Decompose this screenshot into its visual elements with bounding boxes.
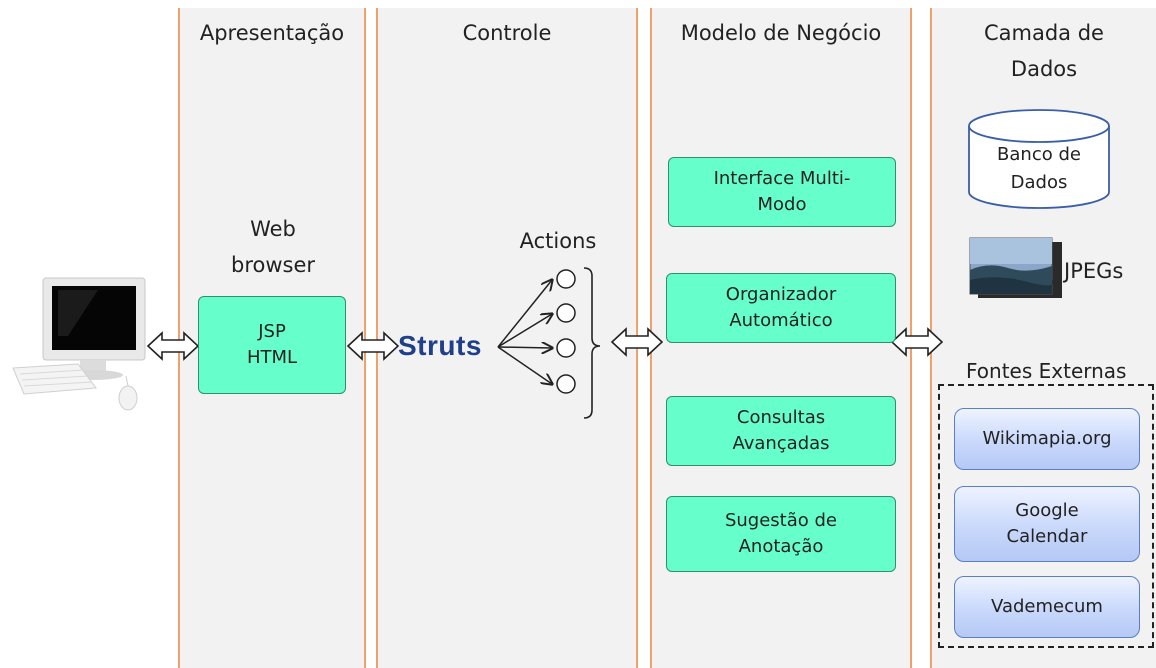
jpegs-label: JPEGs (1064, 259, 1124, 283)
jsp-label: JSP (258, 321, 286, 342)
action-arrow-2 (497, 314, 552, 348)
column-controle: Controle (376, 8, 638, 668)
double-arrow-presentation-control (346, 331, 400, 361)
action-node-2 (556, 303, 576, 323)
column-title-camada-line1: Camada de (984, 21, 1104, 45)
action-arrow-3 (497, 347, 552, 348)
html-label: HTML (246, 347, 298, 368)
source-box-line1: Wikimapia.org (982, 428, 1112, 449)
source-box-line1: Google (1015, 500, 1079, 521)
action-arrow-4 (497, 346, 552, 384)
actions-fan-diagram (497, 267, 601, 419)
business-box-line1: Consultas (736, 407, 826, 428)
business-box-line2: Anotação (738, 536, 824, 557)
business-box-interface: Interface Multi- Modo (668, 157, 896, 227)
web-browser-label-line1: Web (250, 217, 296, 241)
action-arrow-1 (497, 280, 552, 348)
action-node-1 (556, 269, 576, 289)
business-box-sugestao: Sugestão de Anotação (666, 496, 896, 572)
jsp-html-box: JSP HTML (198, 296, 346, 394)
action-node-4 (556, 374, 576, 394)
column-title-apresentacao: Apresentação (199, 21, 345, 45)
source-box-vademecum: Vademecum (954, 576, 1140, 638)
struts-logo: Struts (398, 330, 482, 361)
business-box-line1: Organizador (725, 284, 837, 305)
database-label-line2: Dados (1010, 172, 1068, 193)
action-node-3 (556, 338, 576, 358)
source-box-line2: Calendar (1006, 526, 1088, 547)
column-title-camada-line2: Dados (1010, 57, 1078, 81)
column-title-modelo: Modelo de Negócio (680, 21, 882, 45)
business-box-consultas: Consultas Avançadas (666, 396, 896, 466)
external-sources-title: Fontes Externas (966, 359, 1127, 383)
double-arrow-control-business (610, 327, 664, 357)
business-box-line1: Sugestão de (724, 510, 838, 531)
business-box-line2: Automático (729, 310, 833, 331)
web-browser-label-line2: browser (230, 253, 316, 277)
database-cylinder (968, 109, 1110, 209)
business-box-organizador: Organizador Automático (666, 273, 896, 343)
jpeg-images-icon (969, 237, 1062, 298)
desktop-computer-icon (12, 277, 146, 411)
column-title-controle: Controle (462, 21, 552, 45)
business-box-line2: Avançadas (732, 433, 830, 454)
business-box-line1: Interface Multi- (713, 168, 851, 189)
source-box-wikimapia: Wikimapia.org (954, 408, 1140, 470)
source-box-google-calendar: Google Calendar (954, 486, 1140, 562)
actions-label: Actions (519, 229, 597, 253)
actions-brace (583, 267, 601, 419)
double-arrow-computer-presentation (146, 331, 200, 361)
database-label-line1: Banco de (997, 144, 1081, 165)
external-sources-container (938, 384, 1154, 648)
double-arrow-business-data (890, 327, 944, 357)
source-box-line1: Vademecum (991, 596, 1103, 617)
business-box-line2: Modo (757, 194, 807, 215)
